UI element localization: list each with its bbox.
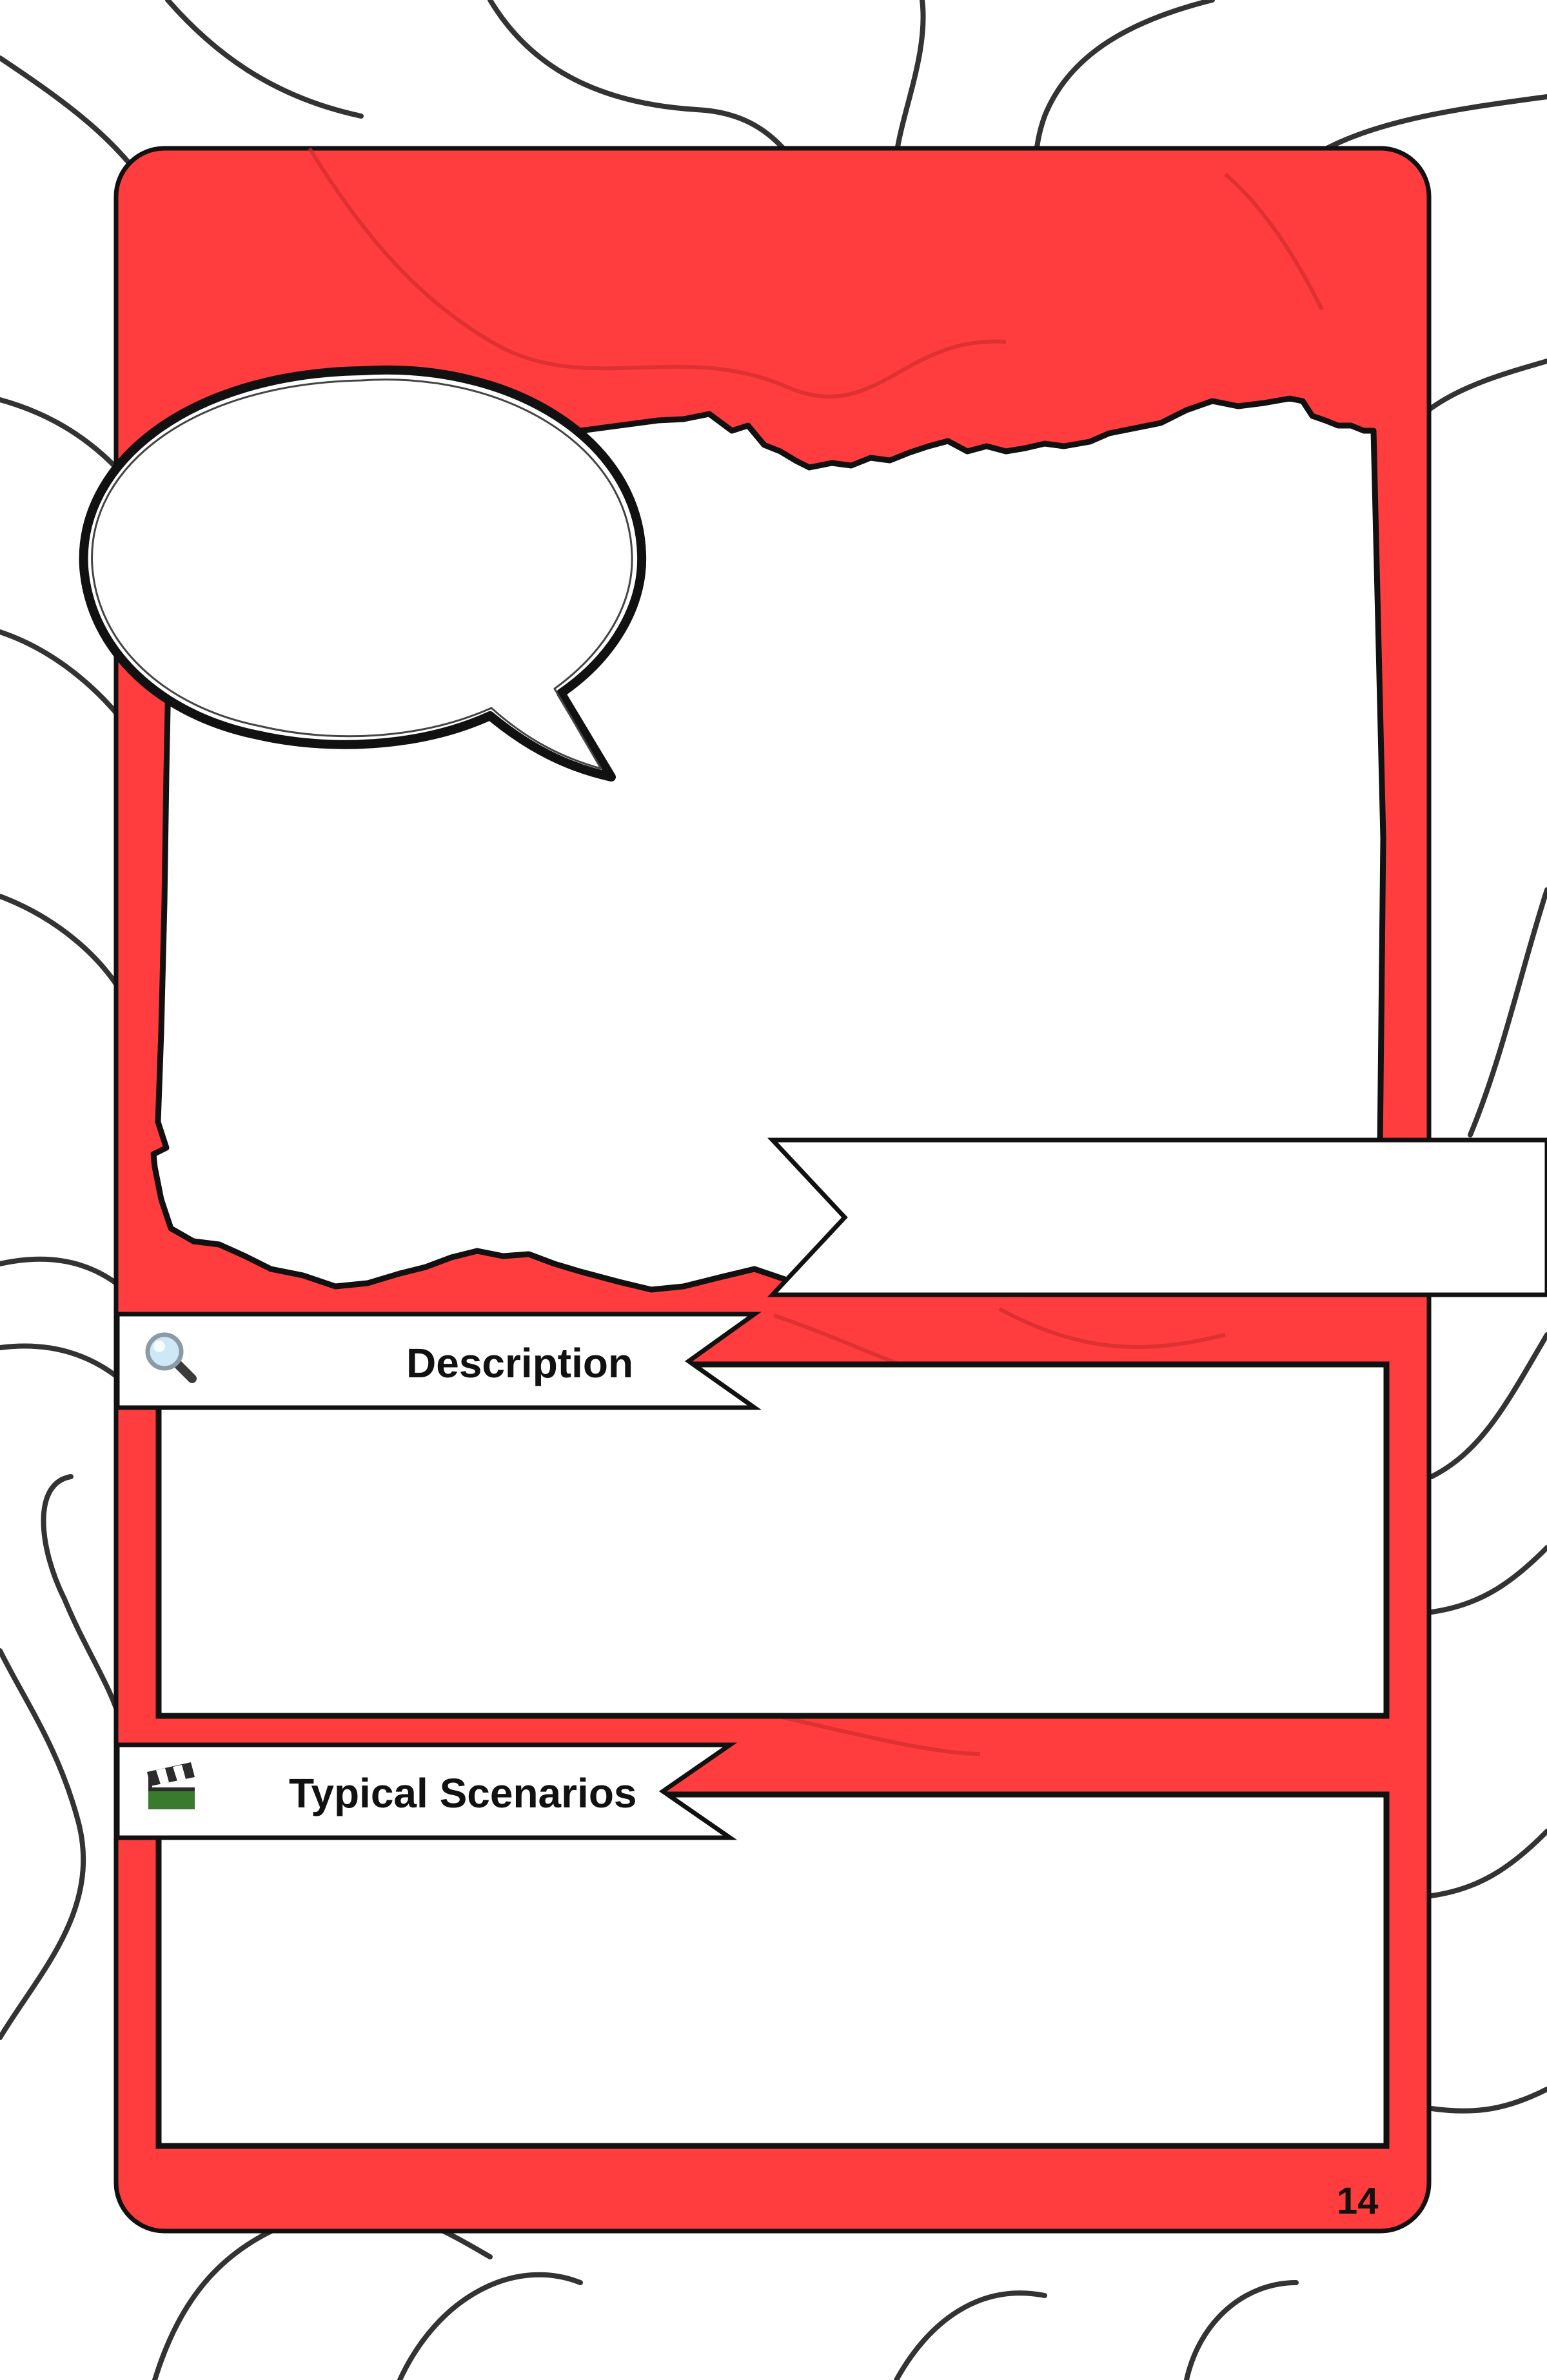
- description-label: Description: [406, 1340, 634, 1386]
- description-box: [155, 1361, 1390, 1719]
- typical-scenarios-label: Typical Scenarios: [289, 1770, 637, 1816]
- speech-bubble: [79, 365, 647, 782]
- description-ribbon: [115, 1312, 762, 1410]
- typical-scenarios-box: [155, 1791, 1390, 2149]
- page-number: 14: [1337, 2180, 1379, 2222]
- typical-scenarios-ribbon: [115, 1742, 738, 1840]
- clapper-board-icon: [147, 1762, 195, 1809]
- name-ribbon: [767, 1137, 1547, 1297]
- magnifying-glass-icon: [145, 1332, 197, 1383]
